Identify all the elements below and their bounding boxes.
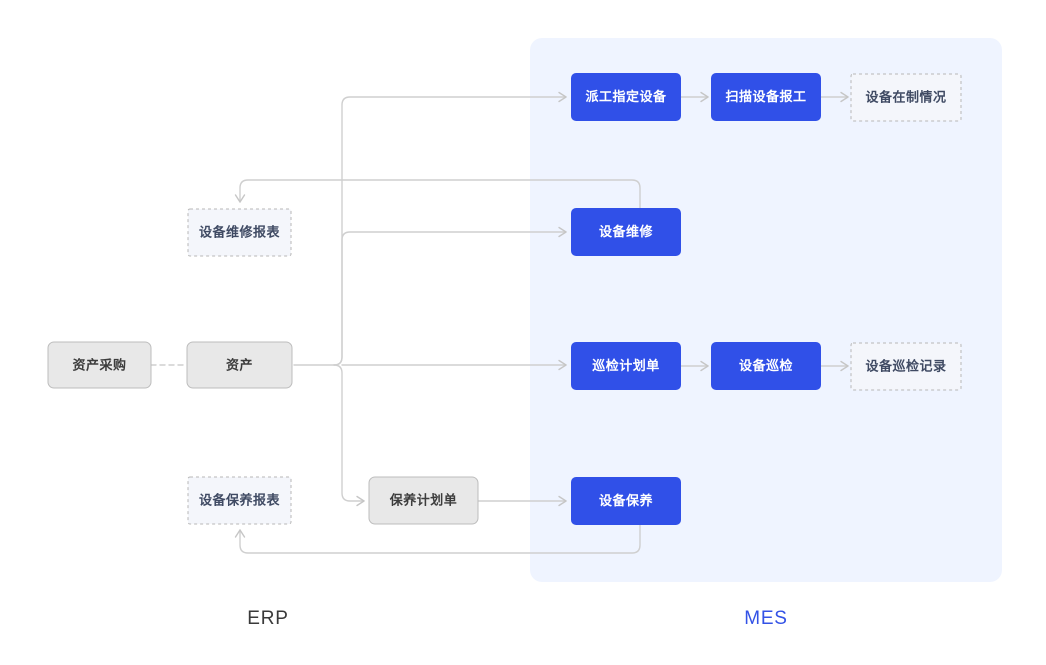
node-inspect-plan-label: 巡检计划单 <box>592 358 660 373</box>
edge-asset-to-maintain-plan <box>333 364 365 502</box>
node-device-repair[interactable]: 设备维修 <box>571 208 681 256</box>
arrowhead-repair-report <box>234 194 246 203</box>
node-maintain-plan[interactable]: 保养计划单 <box>368 476 479 525</box>
node-device-inspect-shape <box>711 342 821 390</box>
node-repair-report-shape <box>187 208 292 257</box>
node-wip-status[interactable]: 设备在制情况 <box>850 73 962 122</box>
node-scan-report-shape <box>711 73 821 121</box>
arrowhead-inspect-plan <box>558 359 567 371</box>
node-device-maintain-shape <box>571 477 681 525</box>
edge-device-repair-to-repair-report <box>239 179 641 209</box>
arrowhead-device-repair <box>558 226 567 238</box>
node-device-maintain-label: 设备保养 <box>599 493 654 508</box>
node-asset-purchase[interactable]: 资产采购 <box>47 341 152 389</box>
node-inspect-plan[interactable]: 巡检计划单 <box>571 342 681 390</box>
edge-device-maintain-to-maintain-report <box>239 524 641 554</box>
node-dispatch-device-shape <box>571 73 681 121</box>
node-asset-purchase-label: 资产采购 <box>72 357 126 372</box>
node-asset-label: 资产 <box>226 357 253 372</box>
arrowhead-wip-status <box>840 91 849 103</box>
node-asset-shape <box>186 341 293 389</box>
node-asset[interactable]: 资产 <box>186 341 293 389</box>
node-repair-report-label: 设备维修报表 <box>199 224 281 239</box>
edge-asset-to-device-repair <box>333 231 567 366</box>
arrowhead-dispatch-device <box>558 91 567 103</box>
zone-label-layer: ERP MES <box>247 608 788 629</box>
node-device-maintain[interactable]: 设备保养 <box>571 477 681 525</box>
node-inspect-record-shape <box>850 342 962 391</box>
node-maintain-plan-shape <box>368 476 479 525</box>
node-repair-report[interactable]: 设备维修报表 <box>187 208 292 257</box>
node-maintain-report-label: 设备保养报表 <box>199 492 281 507</box>
node-maintain-report[interactable]: 设备保养报表 <box>187 476 292 525</box>
node-inspect-plan-shape <box>571 342 681 390</box>
arrowhead-device-maintain <box>558 495 567 507</box>
zone-label-mes: MES <box>744 608 788 629</box>
arrowhead-scan-report <box>700 91 709 103</box>
node-scan-report-label: 扫描设备报工 <box>725 89 806 104</box>
node-dispatch-device[interactable]: 派工指定设备 <box>571 73 681 121</box>
node-maintain-report-shape <box>187 476 292 525</box>
node-device-repair-label: 设备维修 <box>599 224 654 239</box>
node-inspect-record[interactable]: 设备巡检记录 <box>850 342 962 391</box>
node-maintain-plan-label: 保养计划单 <box>389 492 458 507</box>
arrowhead-maintain-report <box>234 529 246 538</box>
arrowhead-inspect-record <box>840 360 849 372</box>
node-scan-report[interactable]: 扫描设备报工 <box>711 73 821 121</box>
node-wip-status-shape <box>850 73 962 122</box>
node-asset-purchase-shape <box>47 341 152 389</box>
node-dispatch-device-label: 派工指定设备 <box>585 89 667 104</box>
node-device-inspect-label: 设备巡检 <box>739 358 793 373</box>
node-wip-status-label: 设备在制情况 <box>865 89 946 104</box>
node-layer: 资产采购 资产 设备维修报表 设备保养报表 保养计划单 <box>47 73 962 525</box>
connector-layer <box>150 91 849 554</box>
node-inspect-record-label: 设备巡检记录 <box>865 358 946 373</box>
arrowhead-device-inspect <box>700 360 709 372</box>
node-device-repair-shape <box>571 208 681 256</box>
mes-zone-panel <box>530 38 1002 582</box>
zone-label-erp: ERP <box>247 608 288 629</box>
node-device-inspect[interactable]: 设备巡检 <box>711 342 821 390</box>
arrowhead-maintain-plan <box>356 495 365 507</box>
